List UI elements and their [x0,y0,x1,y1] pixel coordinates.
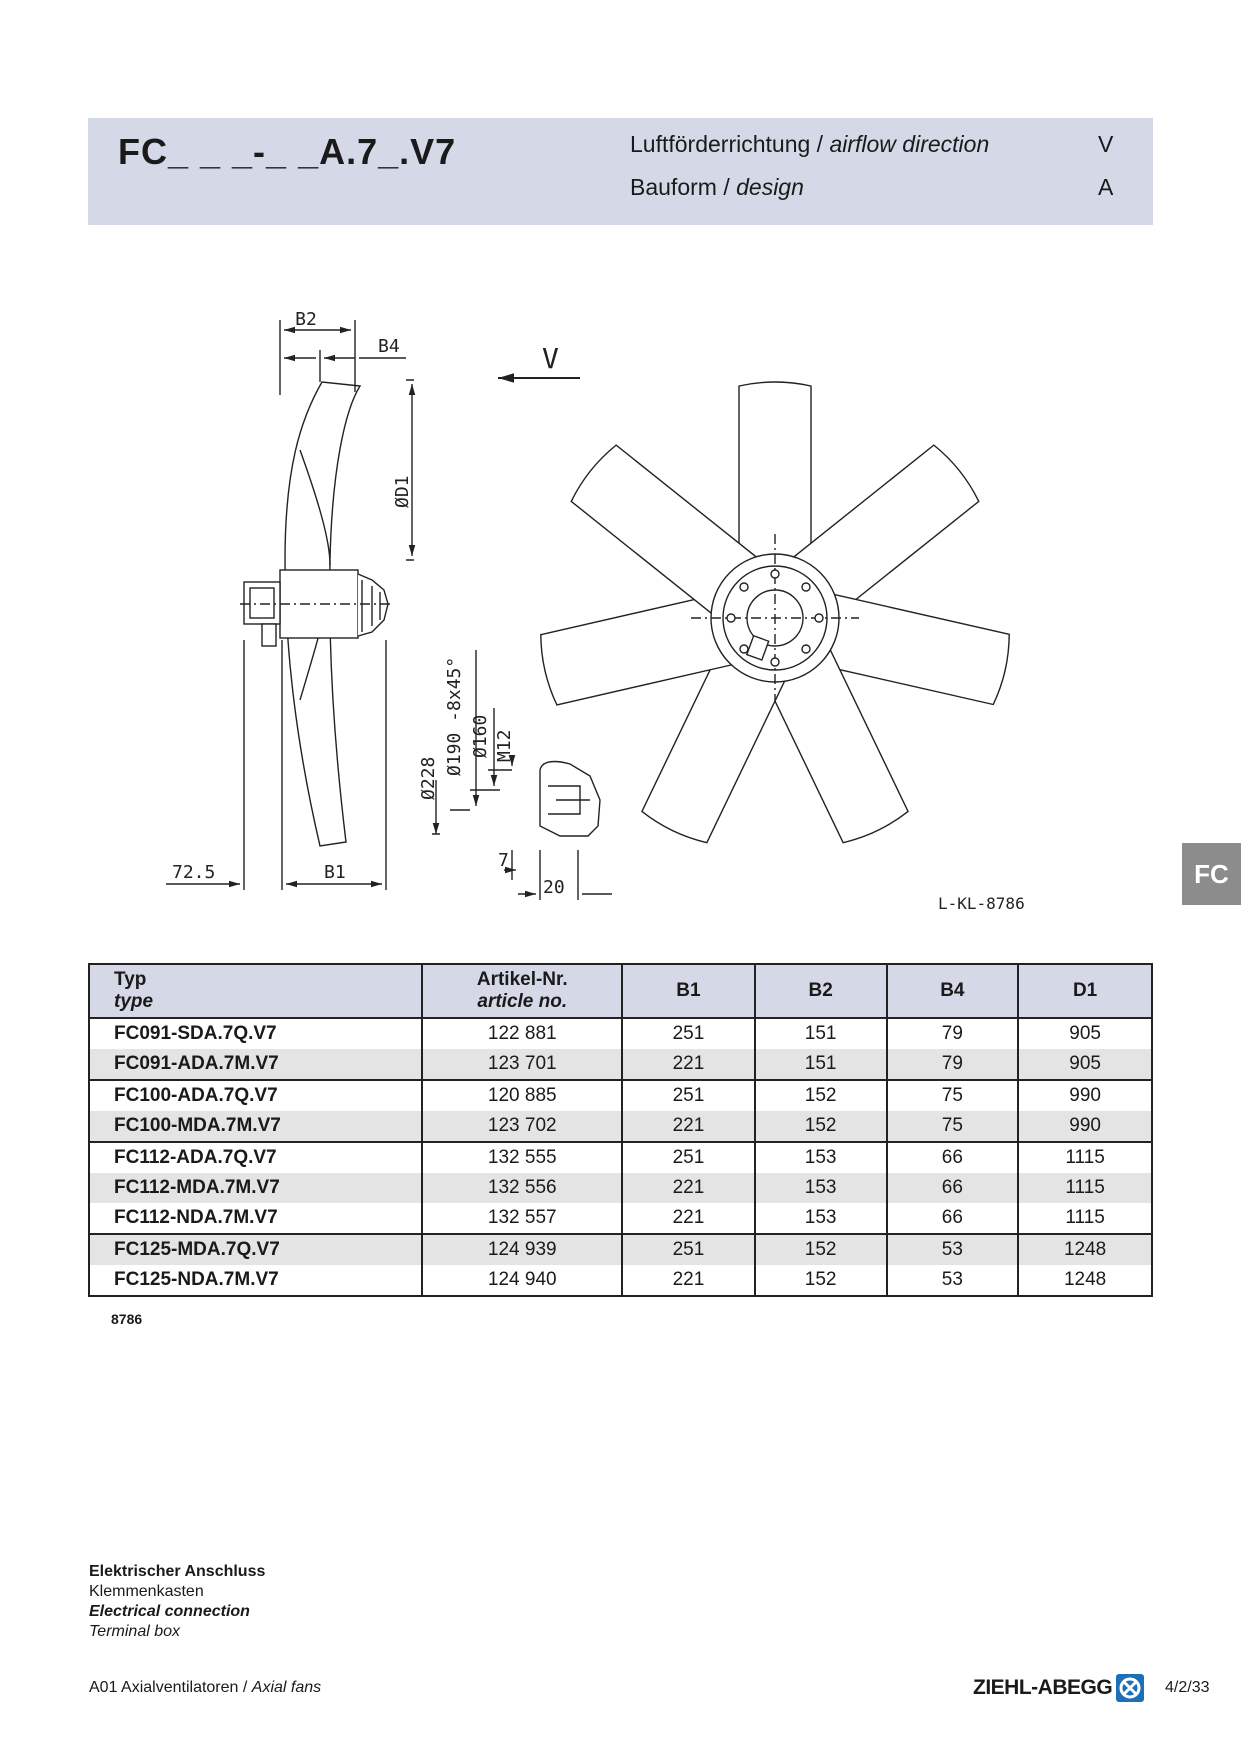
dim-b1-label: B1 [324,862,346,883]
footer-section: A01 Axialventilatoren / Axial fans [89,1679,322,1696]
airflow-value: V [1098,131,1114,157]
section-tab: FC [1182,843,1241,905]
dim-7-label: 7 [498,850,509,871]
header-band: FC_ _ _-_ _A.7_.V7 Luftförderrichtung / … [88,118,1153,225]
col-b1: B1 [621,963,756,1019]
brand-name: ZIEHL-ABEGG [973,1676,1113,1699]
model-title: FC_ _ _-_ _A.7_.V7 [118,131,457,172]
electrical-connection-note: Elektrischer Anschluss Klemmenkasten Ele… [89,1562,265,1642]
drawing-ref: L-KL-8786 [938,894,1025,913]
brand-emblem-icon [1116,1674,1145,1702]
col-article: Artikel-Nr.article no. [421,963,624,1019]
brand-logo: ZIEHL-ABEGG [973,1673,1145,1703]
airflow-label: Luftförderrichtung / airflow direction [630,131,990,157]
dim-b4-label: B4 [378,336,400,357]
dim-d1-label: ØD1 [392,475,413,508]
dim-d228-label: Ø228 [418,757,439,800]
dim-b2-label: B2 [295,309,317,330]
col-b4: B4 [885,963,1020,1019]
connection-sub-de: Klemmenkasten [89,1583,204,1600]
connection-title-de: Elektrischer Anschluss [89,1563,266,1580]
page-number: 4/2/33 [1165,1679,1210,1696]
airflow-v-label: V [542,342,559,375]
technical-drawing: B2 B4 ØD1 V B1 72.5 Ø228 Ø190 -8x45° Ø16… [166,309,1025,913]
dim-d190-label: Ø190 -8x45° [444,657,465,776]
connection-sub-en: Terminal box [89,1623,181,1640]
dim-offset-label: 72.5 [172,862,215,883]
dim-m12-label: M12 [494,729,515,762]
col-b2: B2 [753,963,888,1019]
table-reference: 8786 [111,1311,143,1327]
col-d1: D1 [1017,963,1153,1019]
design-value: A [1098,174,1114,200]
design-label: Bauform / design [630,174,804,200]
dim-d160-label: Ø160 [470,715,491,758]
dim-20-label: 20 [543,877,565,898]
connection-title-en: Electrical connection [89,1603,250,1620]
